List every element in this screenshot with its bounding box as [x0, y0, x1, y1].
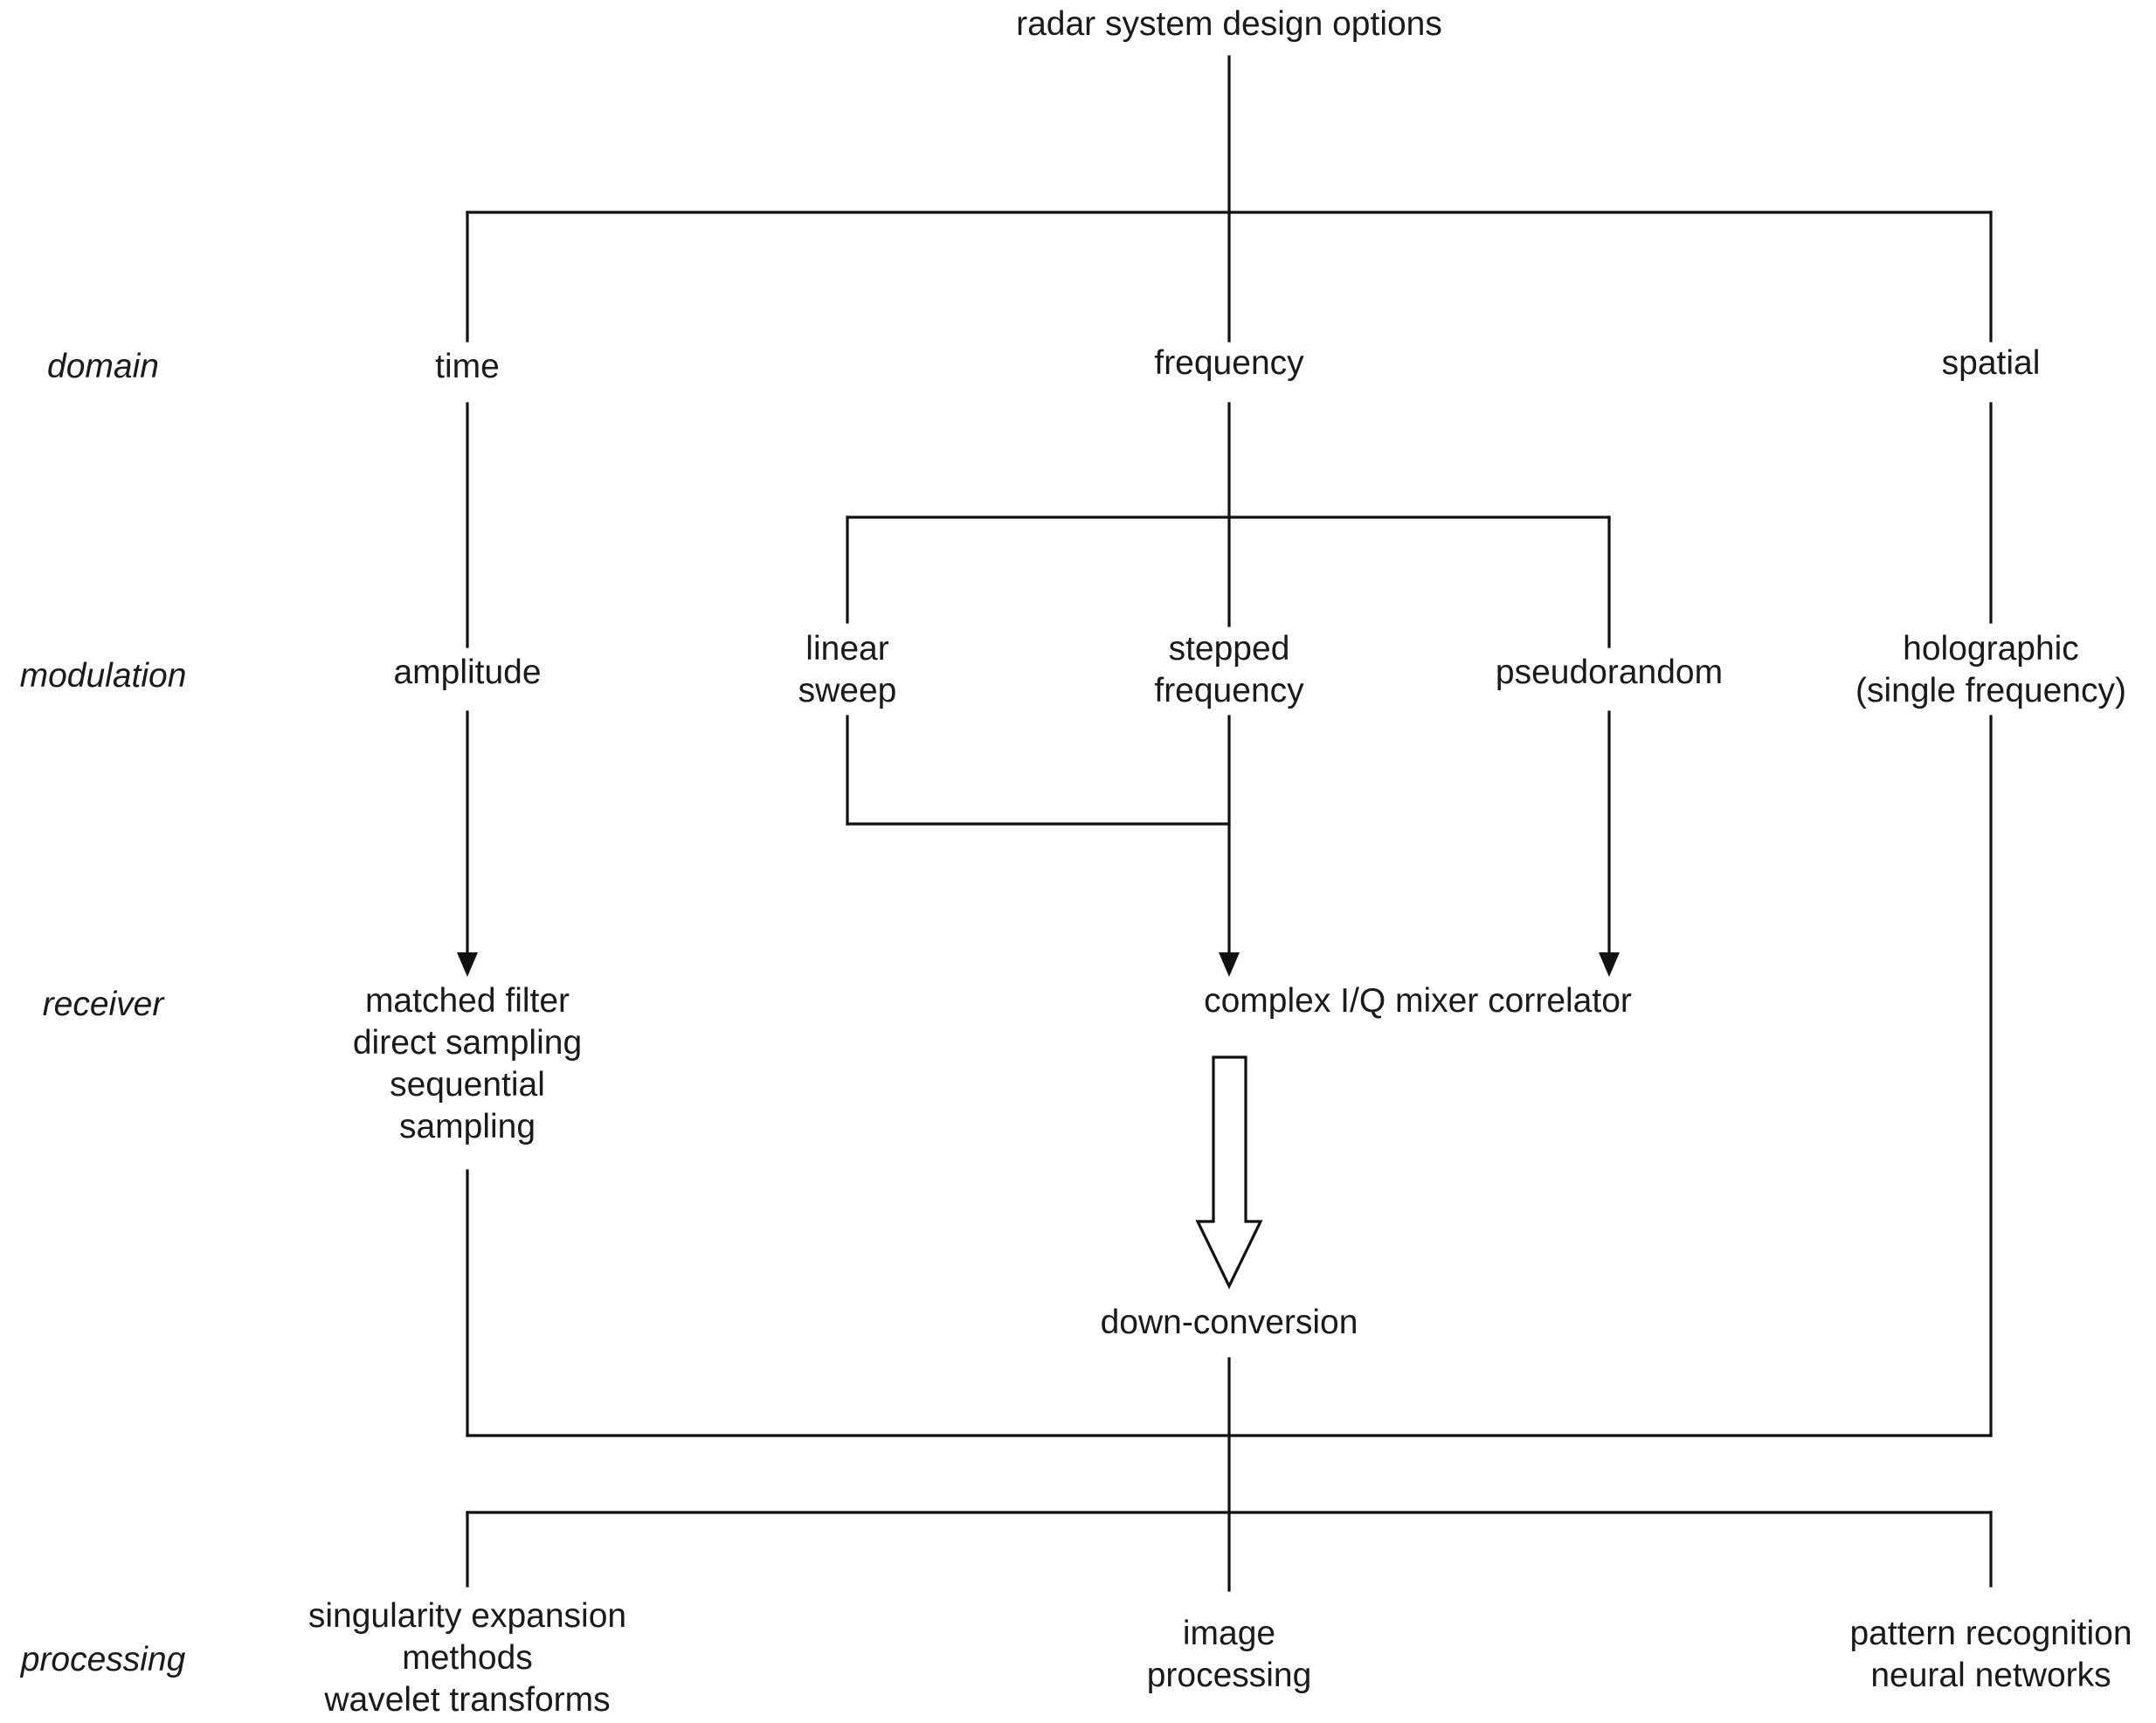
- row-label-receiver: receiver: [42, 986, 164, 1023]
- modulation-linear-sweep-line-1: linear: [805, 630, 889, 668]
- stepped-frequency-arrowhead: [1219, 952, 1240, 977]
- receiver-time: matched filter direct sampling sequentia…: [353, 980, 582, 1148]
- modulation-stepped-frequency: stepped frequency: [1154, 628, 1303, 712]
- receiver-time-line-2: direct sampling: [352, 1024, 583, 1062]
- down-conversion-text: down-conversion: [1100, 1304, 1358, 1341]
- processing-image: image processing: [1147, 1613, 1312, 1697]
- receiver-time-line-3: sequential: [390, 1066, 545, 1104]
- modulation-holographic: holographic (single frequency): [1855, 628, 2126, 712]
- processing-singularity: singularity expansion methods wavelet tr…: [308, 1595, 626, 1721]
- diagram-title-text: radar system design options: [1016, 5, 1442, 43]
- amplitude-arrowhead: [457, 952, 478, 977]
- receiver-correlator-text: complex I/Q mixer correlator: [1204, 982, 1632, 1020]
- pseudorandom-arrowhead: [1599, 952, 1620, 977]
- modulation-pseudorandom-text: pseudorandom: [1495, 654, 1724, 691]
- processing-singularity-line-1: singularity expansion: [308, 1597, 627, 1635]
- modulation-stepped-frequency-line-1: stepped: [1168, 630, 1290, 668]
- modulation-holographic-line-1: holographic: [1903, 630, 2079, 668]
- domain-frequency: frequency: [1154, 343, 1303, 384]
- processing-singularity-line-3: wavelet transforms: [324, 1681, 611, 1719]
- domain-frequency-text: frequency: [1154, 344, 1304, 382]
- row-label-domain: domain: [47, 348, 159, 385]
- modulation-linear-sweep: linear sweep: [798, 628, 897, 712]
- modulation-linear-sweep-line-2: sweep: [798, 672, 897, 709]
- modulation-stepped-frequency-line-2: frequency: [1154, 672, 1304, 709]
- row-label-processing: processing: [20, 1641, 186, 1678]
- modulation-amplitude: amplitude: [393, 652, 541, 694]
- modulation-pseudorandom: pseudorandom: [1496, 652, 1723, 694]
- down-conversion-label: down-conversion: [1101, 1302, 1358, 1344]
- receiver-time-line-4: sampling: [398, 1108, 536, 1145]
- receiver-correlator: complex I/Q mixer correlator: [1204, 980, 1632, 1022]
- row-label-modulation: modulation: [19, 657, 187, 695]
- modulation-amplitude-text: amplitude: [393, 654, 542, 691]
- processing-pattern-line-1: pattern recognition: [1849, 1615, 2132, 1652]
- domain-spatial: spatial: [1942, 343, 2041, 384]
- processing-singularity-line-2: methods: [402, 1639, 533, 1677]
- domain-time-text: time: [435, 348, 500, 385]
- processing-pattern: pattern recognition neural networks: [1849, 1613, 2132, 1697]
- modulation-holographic-line-2: (single frequency): [1855, 672, 2126, 709]
- diagram-title: radar system design options: [1016, 3, 1442, 45]
- domain-spatial-text: spatial: [1941, 344, 2041, 382]
- processing-image-line-2: processing: [1146, 1657, 1312, 1694]
- domain-time: time: [435, 346, 500, 388]
- down-conversion-arrow: [1195, 1055, 1263, 1290]
- processing-pattern-line-2: neural networks: [1870, 1657, 2111, 1694]
- processing-image-line-1: image: [1182, 1615, 1276, 1652]
- receiver-time-line-1: matched filter: [364, 982, 570, 1020]
